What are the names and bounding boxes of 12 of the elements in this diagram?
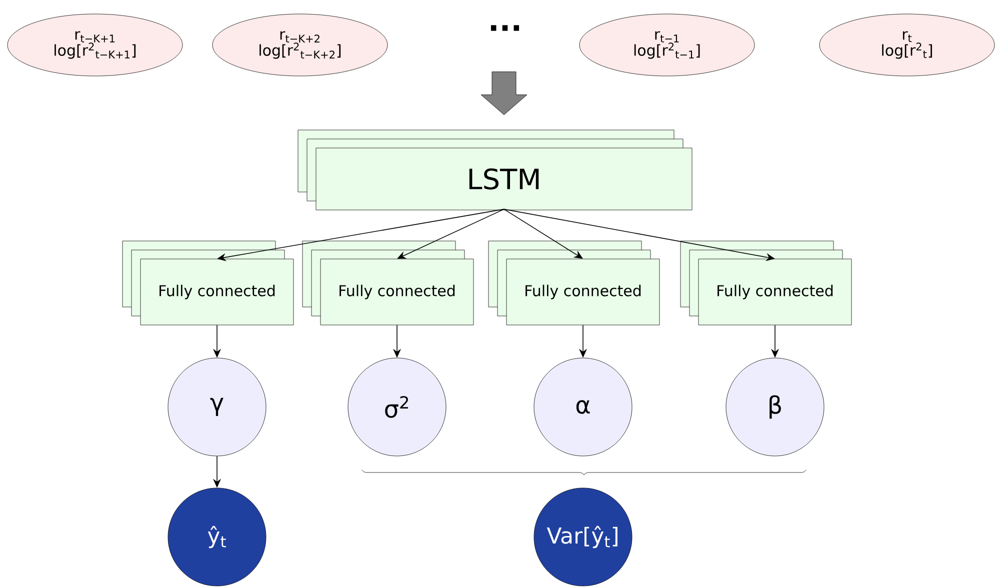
ellipse-node: r$_{t−K+1}$ log[r$^{2}$$_{t−K+1}$] [7, 14, 183, 76]
stacked-box: Fully connected [302, 240, 474, 326]
stacked-box: LSTM [298, 130, 692, 210]
ellipse-node: r$_{t−K+2}$ log[r$^{2}$$_{t−K+2}$] [212, 14, 388, 76]
ellipsis: ... [490, 25, 520, 31]
ellipse-node: r$_{t}$ log[r$^{2}$$_{t}$] [819, 14, 995, 76]
ellipse-node: r$_{t−1}$ log[r$^{2}$$_{t−1}$] [579, 14, 755, 76]
stacked-box: Fully connected [680, 240, 852, 326]
stacked-box: Fully connected [122, 240, 294, 326]
arrow [504, 208, 583, 259]
stacked-box: Fully connected [488, 240, 660, 326]
block-arrow [480, 72, 528, 115]
